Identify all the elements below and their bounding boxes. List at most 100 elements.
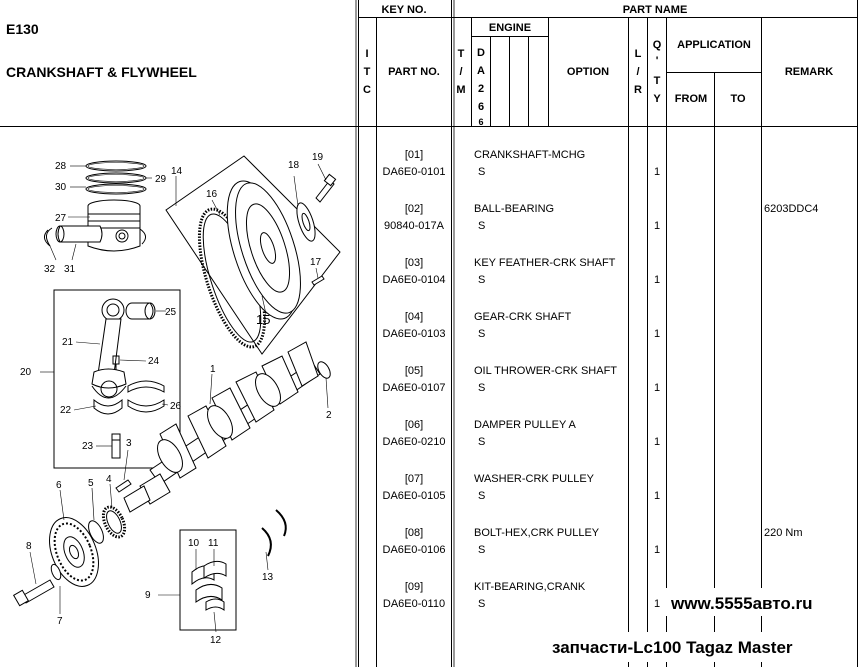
svg-text:D: D (477, 47, 485, 59)
svg-text:2: 2 (478, 83, 484, 95)
oil-thrower-icon (88, 520, 104, 544)
piston-pin-icon (55, 225, 103, 243)
pulley-bolt-icon (12, 579, 55, 607)
row-key: [06] (405, 419, 423, 431)
row-key: [09] (405, 581, 423, 593)
row-option: S (478, 382, 485, 394)
callout-label: 29 (155, 174, 167, 185)
watermark-bg (548, 632, 857, 662)
svg-text:6: 6 (478, 117, 483, 127)
crankshaft-icon (123, 341, 321, 513)
svg-text:Y: Y (653, 93, 661, 105)
svg-text:Q: Q (653, 39, 662, 51)
row-remark: 6203DDC4 (764, 203, 818, 215)
svg-text:M: M (456, 84, 465, 96)
row-name: BOLT-HEX,CRK PULLEY (474, 527, 600, 539)
damper-pulley-icon (49, 517, 99, 587)
header-remark: REMARK (785, 66, 833, 78)
header-lr: L / R (634, 48, 642, 96)
table-row[interactable]: [06] DA6E0-0210 DAMPER PULLEY A S 1 (383, 419, 661, 448)
row-qty: 1 (654, 274, 660, 286)
svg-text:C: C (363, 84, 371, 96)
row-qty: 1 (654, 598, 660, 610)
flywheel-icon (226, 180, 301, 320)
table-row[interactable]: [03] DA6E0-0104 KEY FEATHER-CRK SHAFT S … (383, 257, 661, 286)
header-option: OPTION (567, 66, 609, 78)
pulley-washer-icon (50, 563, 62, 581)
svg-text:': ' (656, 55, 659, 67)
table-row[interactable]: [09] DA6E0-0110 KIT-BEARING,CRANK S 1 (383, 581, 660, 610)
header-key-no: KEY NO. (381, 4, 426, 16)
row-part-no: DA6E0-0101 (383, 166, 446, 178)
row-qty: 1 (654, 436, 660, 448)
row-key: [04] (405, 311, 423, 323)
row-qty: 1 (654, 328, 660, 340)
table-row[interactable]: [05] DA6E0-0107 OIL THROWER-CRK SHAFT S … (383, 365, 661, 394)
table-row[interactable]: [04] DA6E0-0103 GEAR-CRK SHAFT S 1 (383, 311, 661, 340)
callout-label: 14 (171, 166, 183, 177)
table-row[interactable]: [01] DA6E0-0101 CRANKSHAFT-MCHG S 1 (383, 149, 661, 178)
callout-label: 27 (55, 213, 67, 224)
callout-label: 13 (262, 572, 274, 583)
catalog-code: E130 (6, 21, 39, 37)
row-option: S (478, 274, 485, 286)
header-itc: I T C (363, 48, 371, 96)
svg-text:L: L (635, 48, 642, 60)
bearing-shell-icon (93, 380, 165, 415)
callout-label: 2 (326, 410, 332, 421)
row-option: S (478, 328, 485, 340)
small-end-bushing-icon (125, 302, 156, 320)
row-qty: 1 (654, 490, 660, 502)
row-part-no: DA6E0-0110 (383, 598, 445, 610)
row-qty: 1 (654, 220, 660, 232)
callout-label: 26 (170, 401, 182, 412)
header-from: FROM (675, 93, 707, 105)
table-header: KEY NO. PART NAME I T C PART NO. T / M E… (363, 4, 833, 127)
callout-label: 9 (145, 590, 151, 601)
row-key: [02] (405, 203, 423, 215)
flywheel-plate-icon (296, 202, 316, 242)
svg-text:6: 6 (478, 101, 484, 113)
table-row[interactable]: [02] 90840-017A BALL-BEARING S 1 6203DDC… (384, 203, 818, 232)
watermark-text: запчасти-Lc100 Tagaz Master (552, 638, 793, 657)
row-part-no: 90840-017A (384, 220, 445, 232)
row-key: [05] (405, 365, 423, 377)
callout-label: 10 (188, 538, 200, 549)
thrust-washer-icon (261, 509, 287, 557)
callout-label: 21 (62, 337, 74, 348)
bearing-kit-box (179, 529, 237, 631)
callout-label: 16 (206, 189, 218, 200)
row-part-no: DA6E0-0104 (383, 274, 446, 286)
callout-label: 8 (26, 541, 32, 552)
header-qty: Q ' T Y (653, 39, 662, 105)
callout-label: 12 (210, 635, 222, 646)
connecting-rod-group-box (53, 289, 181, 469)
callout-label: 11 (208, 538, 219, 549)
header-part-name: PART NAME (623, 4, 688, 16)
header-engine: ENGINE (489, 22, 531, 34)
key-feather-icon (115, 479, 132, 493)
table-row[interactable]: [07] DA6E0-0105 WASHER-CRK PULLEY S 1 (383, 473, 661, 502)
row-part-no: DA6E0-0103 (383, 328, 446, 340)
row-option: S (478, 436, 485, 448)
table-row[interactable]: [08] DA6E0-0106 BOLT-HEX,CRK PULLEY S 1 … (383, 527, 803, 556)
exploded-diagram (12, 155, 341, 633)
piston-ring-icon (85, 160, 147, 195)
svg-text:/: / (459, 66, 462, 78)
callout-label: 28 (55, 161, 67, 172)
row-name: CRANKSHAFT-MCHG (474, 149, 585, 161)
callout-label: 24 (148, 356, 160, 367)
header-to: TO (730, 93, 746, 105)
diagram-callouts: 1 2 3 4 5 6 7 8 9 10 11 12 13 14 15 16 1… (20, 152, 332, 646)
callout-label: 15 (256, 312, 270, 327)
callout-label: 1 (210, 364, 216, 375)
row-option: S (478, 166, 485, 178)
row-qty: 1 (654, 544, 660, 556)
row-option: S (478, 490, 485, 502)
row-key: [08] (405, 527, 423, 539)
callout-label: 22 (60, 405, 72, 416)
watermark-site: www.5555авто.ru (670, 594, 812, 613)
connecting-rod-icon (91, 298, 127, 399)
